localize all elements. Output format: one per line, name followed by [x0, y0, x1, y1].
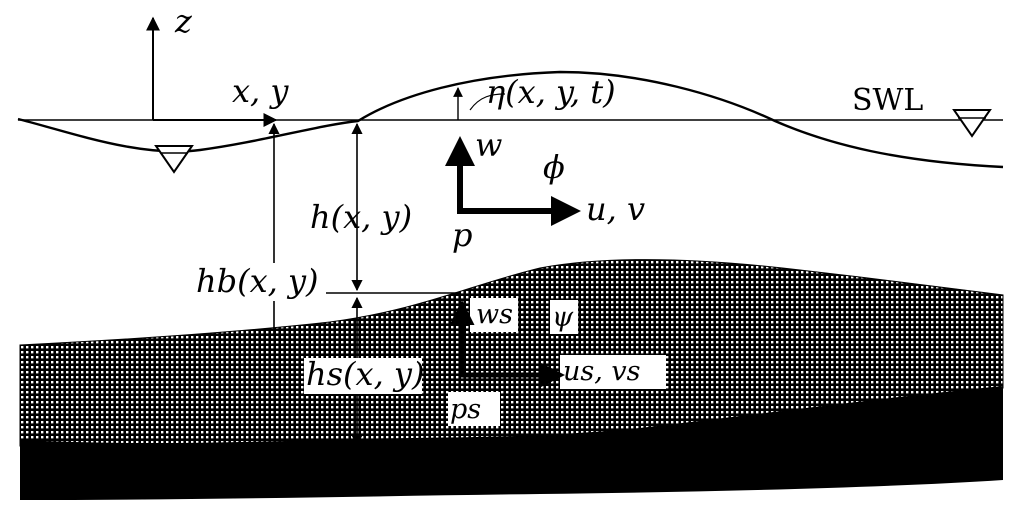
eta-label: η(x, y, t)	[486, 73, 616, 111]
still-water-triangle-icon	[154, 145, 194, 174]
p-label: p	[452, 216, 472, 254]
z-axis-label: z	[174, 2, 193, 40]
w-label: w	[475, 126, 502, 164]
hs-label: hs(x, y)	[306, 355, 424, 393]
swl-triangle-icon	[952, 109, 992, 138]
phi-label: ϕ	[543, 148, 565, 186]
swl-label: SWL	[852, 83, 923, 118]
hb-label: hb(x, y)	[196, 262, 319, 300]
psi-label: ψ	[552, 302, 574, 333]
xy-axis-label: x, y	[232, 72, 289, 110]
usvs-label: us, vs	[563, 356, 641, 387]
h-label: h(x, y)	[310, 198, 412, 236]
bedrock-layer	[20, 386, 1003, 500]
ps-label: ps	[450, 394, 481, 425]
eta-leader	[469, 93, 506, 111]
ws-label: ws	[476, 299, 513, 330]
uv-label: u, v	[586, 190, 645, 228]
